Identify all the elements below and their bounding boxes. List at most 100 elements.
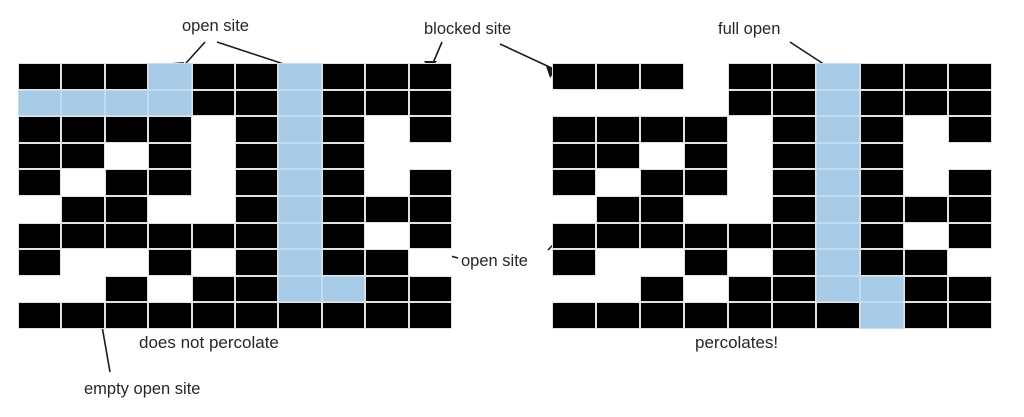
cell-open-site-r3c5[interactable] — [728, 116, 772, 143]
cell-blocked-site-r8c9[interactable] — [365, 249, 409, 276]
cell-open-site-r5c2[interactable] — [61, 169, 105, 196]
cell-full-open-site-r9c7[interactable] — [816, 275, 860, 303]
cell-blocked-site-r3c2[interactable] — [61, 116, 105, 143]
cell-open-site-r3c9[interactable] — [365, 116, 409, 143]
cell-blocked-site-r5c8[interactable] — [321, 169, 366, 196]
cell-full-open-site-r2c3[interactable] — [104, 89, 149, 117]
cell-blocked-site-r6c9[interactable] — [365, 195, 409, 223]
cell-full-open-site-r1c7[interactable] — [278, 63, 322, 90]
cell-blocked-site-r7c3[interactable] — [104, 222, 149, 250]
cell-blocked-site-r7c1[interactable] — [552, 222, 596, 250]
cell-blocked-site-r7c4[interactable] — [148, 222, 192, 250]
cell-blocked-site-r3c1[interactable] — [18, 116, 62, 143]
cell-blocked-site-r10c1[interactable] — [552, 302, 596, 329]
cell-open-site-r9c1[interactable] — [552, 275, 596, 303]
cell-blocked-site-r1c10[interactable] — [408, 63, 452, 90]
cell-open-site-r6c5[interactable] — [191, 195, 235, 223]
cell-blocked-site-r7c5[interactable] — [728, 222, 772, 250]
cell-blocked-site-r8c6[interactable] — [234, 249, 279, 276]
cell-blocked-site-r8c1[interactable] — [552, 249, 596, 276]
cell-blocked-site-r1c2[interactable] — [61, 63, 105, 90]
cell-full-open-site-r2c1[interactable] — [18, 89, 62, 117]
cell-open-site-r7c9[interactable] — [904, 222, 948, 250]
cell-open-site-r8c3[interactable] — [640, 249, 684, 276]
cell-open-site-r5c9[interactable] — [904, 169, 948, 196]
cell-blocked-site-r1c9[interactable] — [365, 63, 409, 90]
cell-blocked-site-r2c5[interactable] — [728, 89, 772, 117]
cell-open-site-r2c4[interactable] — [684, 89, 728, 117]
cell-open-site-r6c1[interactable] — [552, 195, 596, 223]
cell-blocked-site-r4c8[interactable] — [860, 142, 904, 170]
cell-blocked-site-r8c9[interactable] — [904, 249, 948, 276]
cell-open-site-r4c10[interactable] — [408, 142, 452, 170]
cell-blocked-site-r1c1[interactable] — [552, 63, 596, 90]
cell-blocked-site-r3c6[interactable] — [234, 116, 279, 143]
cell-blocked-site-r5c3[interactable] — [104, 169, 149, 196]
cell-blocked-site-r6c8[interactable] — [860, 195, 904, 223]
cell-blocked-site-r10c2[interactable] — [61, 302, 105, 329]
cell-blocked-site-r10c3[interactable] — [104, 302, 149, 329]
cell-full-open-site-r2c4[interactable] — [148, 89, 192, 117]
cell-blocked-site-r6c8[interactable] — [321, 195, 366, 223]
cell-blocked-site-r8c6[interactable] — [772, 249, 816, 276]
cell-blocked-site-r6c6[interactable] — [772, 195, 816, 223]
cell-blocked-site-r6c3[interactable] — [640, 195, 684, 223]
cell-blocked-site-r5c6[interactable] — [772, 169, 816, 196]
cell-open-site-r4c3[interactable] — [104, 142, 149, 170]
cell-blocked-site-r3c10[interactable] — [408, 116, 452, 143]
cell-open-site-r9c4[interactable] — [148, 275, 192, 303]
cell-blocked-site-r10c9[interactable] — [904, 302, 948, 329]
cell-blocked-site-r10c3[interactable] — [640, 302, 684, 329]
cell-full-open-site-r4c7[interactable] — [816, 142, 860, 170]
cell-open-site-r8c2[interactable] — [61, 249, 105, 276]
cell-blocked-site-r9c10[interactable] — [408, 275, 452, 303]
cell-blocked-site-r1c6[interactable] — [772, 63, 816, 90]
cell-full-open-site-r3c7[interactable] — [278, 116, 322, 143]
cell-blocked-site-r10c7[interactable] — [816, 302, 860, 329]
cell-blocked-site-r8c8[interactable] — [321, 249, 366, 276]
cell-full-open-site-r1c4[interactable] — [148, 63, 192, 90]
cell-blocked-site-r10c7[interactable] — [278, 302, 322, 329]
cell-blocked-site-r7c6[interactable] — [772, 222, 816, 250]
cell-blocked-site-r10c10[interactable] — [948, 302, 992, 329]
cell-full-open-site-r2c7[interactable] — [278, 89, 322, 117]
cell-open-site-r2c2[interactable] — [596, 89, 640, 117]
cell-blocked-site-r3c4[interactable] — [684, 116, 728, 143]
cell-blocked-site-r1c8[interactable] — [321, 63, 366, 90]
cell-open-site-r4c3[interactable] — [640, 142, 684, 170]
cell-blocked-site-r9c3[interactable] — [640, 275, 684, 303]
cell-blocked-site-r10c2[interactable] — [596, 302, 640, 329]
cell-blocked-site-r9c9[interactable] — [904, 275, 948, 303]
cell-open-site-r3c9[interactable] — [904, 116, 948, 143]
cell-blocked-site-r5c10[interactable] — [408, 169, 452, 196]
cell-blocked-site-r8c1[interactable] — [18, 249, 62, 276]
cell-blocked-site-r2c8[interactable] — [321, 89, 366, 117]
cell-blocked-site-r8c4[interactable] — [148, 249, 192, 276]
cell-open-site-r5c5[interactable] — [728, 169, 772, 196]
cell-open-site-r6c1[interactable] — [18, 195, 62, 223]
cell-blocked-site-r1c3[interactable] — [640, 63, 684, 90]
cell-blocked-site-r2c9[interactable] — [365, 89, 409, 117]
cell-blocked-site-r7c8[interactable] — [860, 222, 904, 250]
cell-full-open-site-r8c7[interactable] — [278, 249, 322, 276]
cell-open-site-r5c9[interactable] — [365, 169, 409, 196]
cell-blocked-site-r3c3[interactable] — [640, 116, 684, 143]
cell-blocked-site-r4c1[interactable] — [18, 142, 62, 170]
cell-blocked-site-r5c3[interactable] — [640, 169, 684, 196]
cell-blocked-site-r6c2[interactable] — [61, 195, 105, 223]
cell-full-open-site-r7c7[interactable] — [816, 222, 860, 250]
cell-open-site-r4c9[interactable] — [365, 142, 409, 170]
cell-open-site-r3c5[interactable] — [191, 116, 235, 143]
cell-blocked-site-r10c10[interactable] — [408, 302, 452, 329]
cell-blocked-site-r1c10[interactable] — [948, 63, 992, 90]
cell-blocked-site-r6c10[interactable] — [408, 195, 452, 223]
cell-blocked-site-r10c5[interactable] — [728, 302, 772, 329]
cell-blocked-site-r2c8[interactable] — [860, 89, 904, 117]
cell-full-open-site-r6c7[interactable] — [816, 195, 860, 223]
cell-blocked-site-r6c2[interactable] — [596, 195, 640, 223]
cell-blocked-site-r7c4[interactable] — [684, 222, 728, 250]
percolation-grid-left[interactable] — [18, 63, 452, 329]
cell-open-site-r9c1[interactable] — [18, 275, 62, 303]
cell-open-site-r4c5[interactable] — [191, 142, 235, 170]
cell-open-site-r6c4[interactable] — [148, 195, 192, 223]
